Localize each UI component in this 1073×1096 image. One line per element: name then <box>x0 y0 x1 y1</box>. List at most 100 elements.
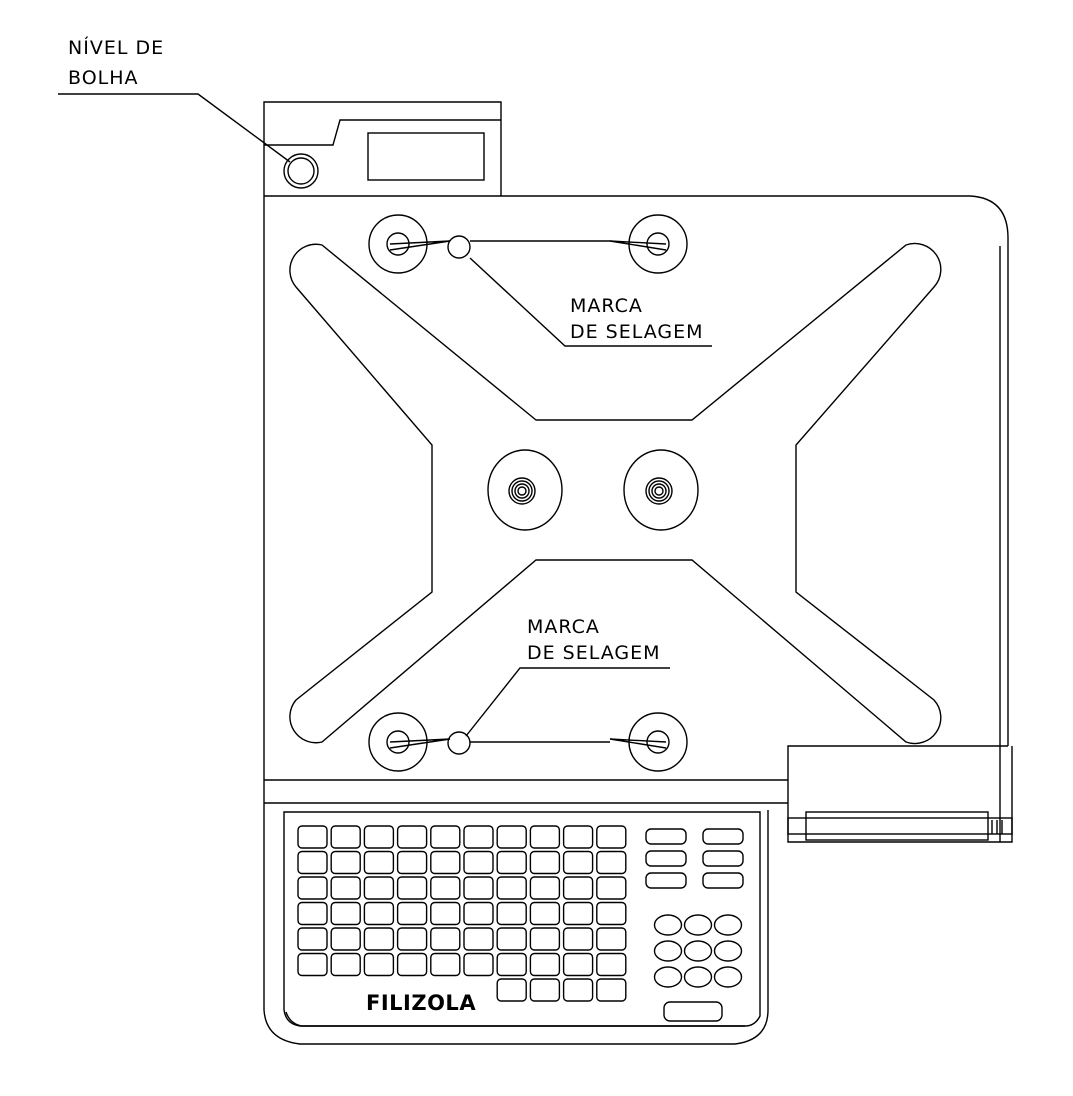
main-key[interactable] <box>330 901 361 926</box>
numeric-key[interactable] <box>713 966 743 988</box>
main-key[interactable] <box>430 927 461 951</box>
connector-strip <box>787 811 1013 841</box>
numeric-keypad <box>653 914 743 988</box>
main-key[interactable] <box>396 850 428 875</box>
numeric-key[interactable] <box>683 940 713 962</box>
numeric-key[interactable] <box>653 940 683 962</box>
display-housing <box>263 101 502 196</box>
seal-mark-top <box>447 235 471 259</box>
bubble-level-label: NÍVEL DE BOLHA <box>68 36 164 89</box>
main-key[interactable] <box>562 901 594 926</box>
main-key[interactable] <box>463 825 494 849</box>
main-key[interactable] <box>562 978 594 1002</box>
main-key[interactable] <box>396 952 428 977</box>
main-key[interactable] <box>330 876 361 900</box>
main-key[interactable] <box>363 927 395 951</box>
main-key[interactable] <box>363 876 395 900</box>
main-key[interactable] <box>496 876 527 900</box>
main-key[interactable] <box>596 901 627 926</box>
function-key[interactable] <box>702 850 744 867</box>
main-key[interactable] <box>496 952 527 977</box>
main-key[interactable] <box>463 927 494 951</box>
main-key[interactable] <box>562 876 594 900</box>
keyboard-panel <box>283 811 761 1027</box>
main-key[interactable] <box>596 927 627 951</box>
numeric-key[interactable] <box>683 914 713 936</box>
bubble-level <box>283 153 319 189</box>
main-key[interactable] <box>363 850 395 875</box>
function-key[interactable] <box>702 828 744 845</box>
main-key[interactable] <box>330 927 361 951</box>
numeric-key[interactable] <box>653 966 683 988</box>
main-key[interactable] <box>562 850 594 875</box>
bubble-level-label-line1: NÍVEL DE <box>68 36 164 59</box>
main-key[interactable] <box>496 978 527 1002</box>
numeric-key[interactable] <box>653 914 683 936</box>
main-key[interactable] <box>596 952 627 977</box>
main-key[interactable] <box>496 927 527 951</box>
main-key[interactable] <box>562 952 594 977</box>
main-key[interactable] <box>596 876 627 900</box>
leader-bubble-level <box>58 93 291 163</box>
main-key[interactable] <box>463 952 494 977</box>
main-key[interactable] <box>396 825 428 849</box>
main-key[interactable] <box>330 850 361 875</box>
main-key[interactable] <box>496 825 527 849</box>
main-key[interactable] <box>297 927 328 951</box>
function-key[interactable] <box>645 850 687 867</box>
numeric-key[interactable] <box>713 914 743 936</box>
main-key[interactable] <box>363 825 395 849</box>
main-key[interactable] <box>562 825 594 849</box>
main-key[interactable] <box>396 901 428 926</box>
main-key[interactable] <box>596 978 627 1002</box>
numeric-key[interactable] <box>713 940 743 962</box>
main-keypad <box>297 825 627 1002</box>
main-key[interactable] <box>529 876 561 900</box>
leader-lines <box>58 93 712 737</box>
main-key[interactable] <box>363 952 395 977</box>
main-key[interactable] <box>330 952 361 977</box>
main-key[interactable] <box>297 952 328 977</box>
function-key[interactable] <box>645 828 687 845</box>
main-key[interactable] <box>496 850 527 875</box>
numeric-key[interactable] <box>683 966 713 988</box>
main-key[interactable] <box>297 901 328 926</box>
seal-mark-bottom-label-line2: DE SELAGEM <box>527 642 661 664</box>
main-key[interactable] <box>363 901 395 926</box>
main-key[interactable] <box>430 952 461 977</box>
main-key[interactable] <box>529 978 561 1002</box>
load-cell-mount-right <box>623 449 699 531</box>
main-key[interactable] <box>330 825 361 849</box>
seal-mark-top-label: MARCA DE SELAGEM <box>570 295 704 343</box>
main-key[interactable] <box>463 901 494 926</box>
seal-assembly-top <box>368 214 688 274</box>
main-key[interactable] <box>297 876 328 900</box>
seal-assembly-bottom <box>368 712 688 772</box>
main-key[interactable] <box>529 825 561 849</box>
main-key[interactable] <box>562 927 594 951</box>
main-key[interactable] <box>463 850 494 875</box>
main-key[interactable] <box>529 927 561 951</box>
main-key[interactable] <box>529 850 561 875</box>
main-key[interactable] <box>496 901 527 926</box>
function-key[interactable] <box>702 872 744 889</box>
function-key[interactable] <box>645 872 687 889</box>
main-key[interactable] <box>430 825 461 849</box>
main-key[interactable] <box>596 825 627 849</box>
main-key[interactable] <box>430 850 461 875</box>
main-key[interactable] <box>463 876 494 900</box>
main-key[interactable] <box>430 901 461 926</box>
main-key[interactable] <box>297 850 328 875</box>
main-key[interactable] <box>297 825 328 849</box>
seal-mark-bottom-label-line1: MARCA <box>527 616 600 638</box>
seal-mark-bottom-label: MARCA DE SELAGEM <box>527 616 661 664</box>
main-key[interactable] <box>529 901 561 926</box>
brand-logo: FILIZOLA <box>366 991 476 1015</box>
main-key[interactable] <box>396 927 428 951</box>
main-key[interactable] <box>529 952 561 977</box>
main-key[interactable] <box>430 876 461 900</box>
seal-mark-top-label-line2: DE SELAGEM <box>570 321 704 343</box>
main-key[interactable] <box>596 850 627 875</box>
main-key[interactable] <box>396 876 428 900</box>
